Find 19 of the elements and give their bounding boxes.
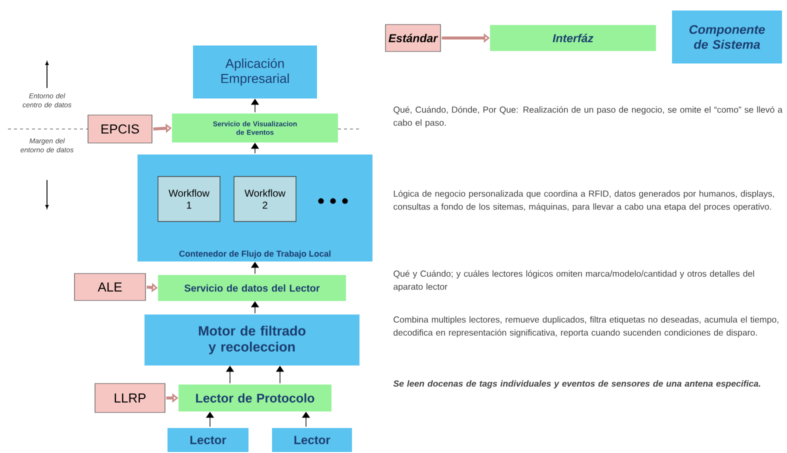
interface-box: Servicio de datos del Lector bbox=[158, 275, 346, 301]
description-text: Se leen docenas de tags individuales y eventos de sensores de una antena especifica. bbox=[393, 380, 760, 388]
standard-box: LLRP bbox=[94, 383, 166, 413]
standard-box: Estándar bbox=[385, 24, 441, 52]
description-text: Combina multiples lectores, remueve duplicados, filtra etiquetas no deseadas, acumula el tiempo, decodifica en representación significativa, reporta cuando sucenden condiciones de disparo. bbox=[394, 316, 778, 338]
system-component-box: Componente de Sistema bbox=[672, 10, 782, 64]
standard-box: ALE bbox=[74, 273, 146, 301]
system-component-box: Motor de filtrado y recoleccion bbox=[144, 314, 360, 366]
description-text: Qué, Cuándo, Dónde, Por Que: Realización de un paso de negocio, se omite el “como” se llevó a cabo el paso. bbox=[394, 106, 782, 128]
system-component-box: Lector bbox=[272, 428, 352, 452]
system-component-box: Lector bbox=[168, 428, 248, 452]
standard-box: EPCIS bbox=[88, 114, 152, 144]
interface-box: Interfáz bbox=[490, 25, 656, 51]
workflow-box: Workflow 2 bbox=[234, 176, 296, 222]
interface-box: Lector de Protocolo bbox=[178, 384, 332, 412]
description-text: Qué y Cuándo; y cuáles lectores lógicos omiten marca/modelo/cantidad y otros detalles del aparato lector bbox=[394, 270, 754, 292]
workflow-box: Workflow 1 bbox=[158, 176, 220, 222]
description-text: Lógica de negocio personalizada que coordina a RFID, datos generados por humanos, displays, consultas a fondo de los sitemas, máquinas, para llevar a cabo una etapa del proces operativo. bbox=[394, 190, 774, 212]
system-component-box: Aplicación Empresarial bbox=[193, 46, 317, 98]
